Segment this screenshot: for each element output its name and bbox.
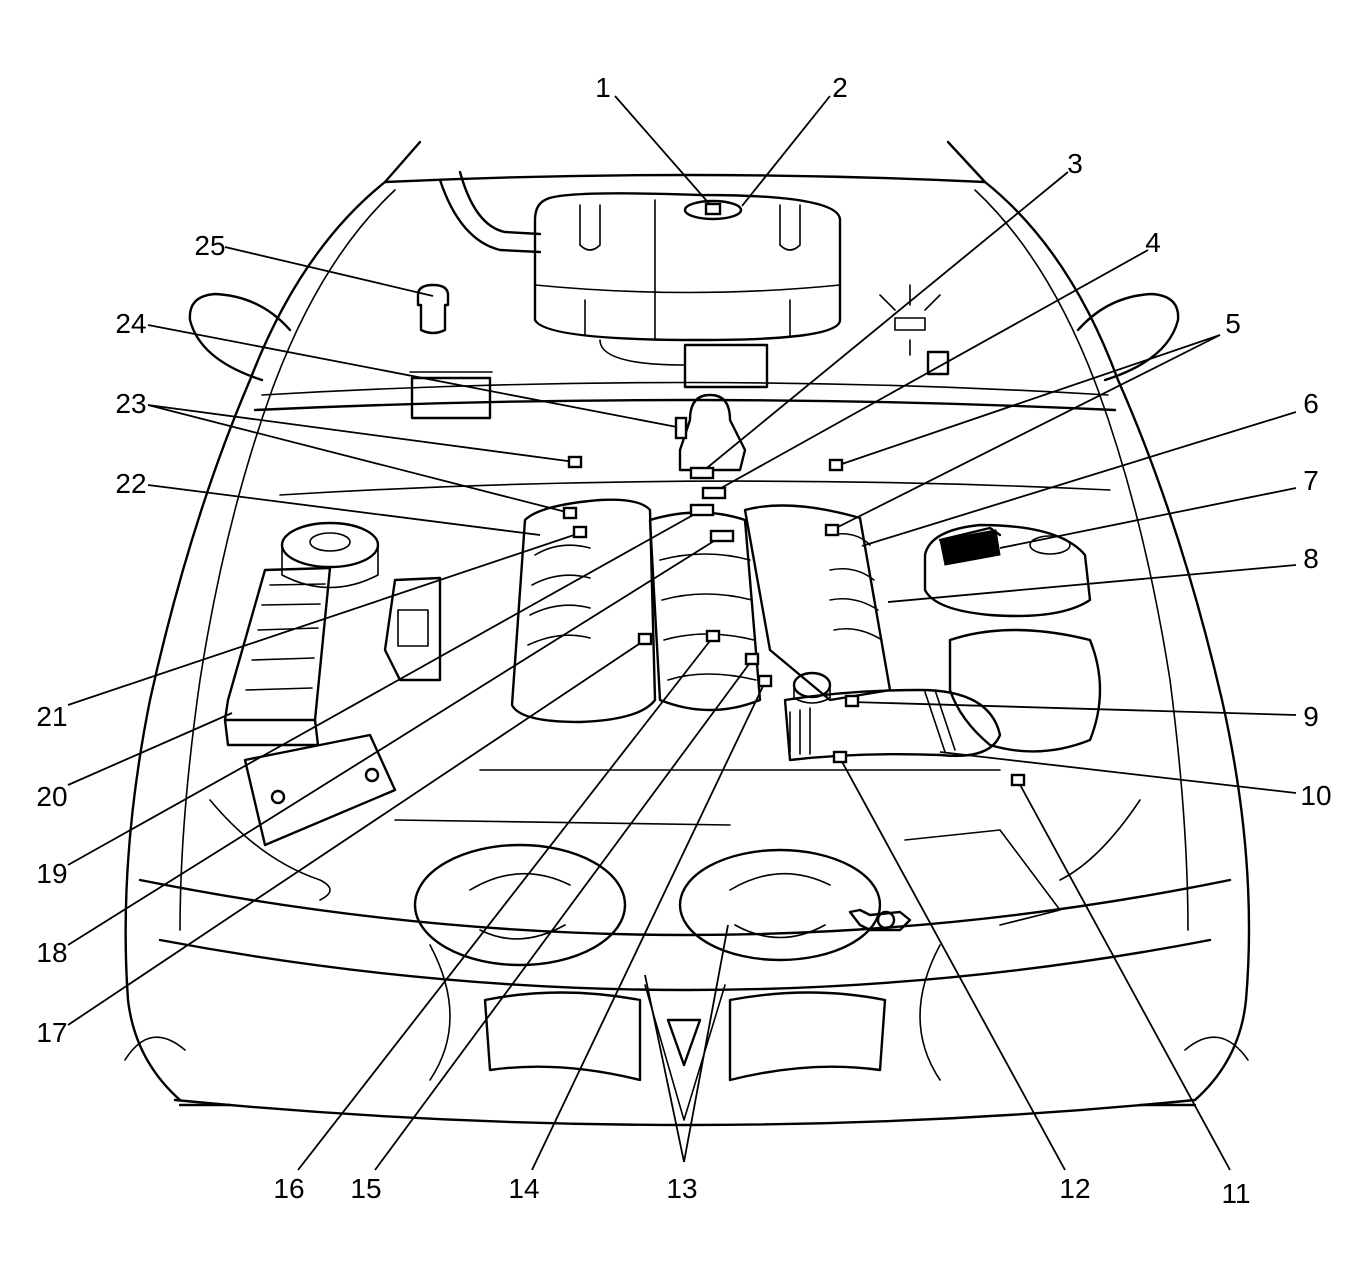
callout-13: 13 <box>666 1173 697 1204</box>
cooling-fan-connector <box>848 908 912 932</box>
power-steering-reservoir-cap <box>416 283 450 335</box>
marker-14 <box>757 674 773 688</box>
strut-tower-brace <box>243 733 397 847</box>
callout-9: 9 <box>1303 701 1319 732</box>
callout-4: 4 <box>1145 227 1161 258</box>
marker-23a <box>567 455 583 469</box>
callout-16: 16 <box>273 1173 304 1204</box>
air-intake-duct <box>783 688 1002 762</box>
callout-6: 6 <box>1303 388 1319 419</box>
location-markers <box>562 202 1026 787</box>
throttle-body-intake <box>648 511 762 712</box>
callout-18: 18 <box>36 937 67 968</box>
battery-bracket <box>383 576 442 682</box>
marker-9 <box>844 694 860 708</box>
callout-labels: 1 2 3 4 5 6 7 8 9 10 11 12 13 14 15 16 1… <box>36 72 1331 1209</box>
washer-fluid-hose <box>438 170 542 254</box>
marker-24 <box>674 416 688 440</box>
vehicle-body-outline <box>124 140 1251 1127</box>
electrical-center-box <box>938 526 1002 566</box>
callout-24: 24 <box>115 308 146 339</box>
marker-4 <box>701 486 727 500</box>
radiator-cooling-fans <box>394 769 1001 967</box>
callout-21: 21 <box>36 701 67 732</box>
relay-module-rear <box>599 339 769 389</box>
marker-11 <box>1010 773 1026 787</box>
marker-18 <box>709 529 735 543</box>
marker-16 <box>705 629 721 643</box>
callout-7: 7 <box>1303 465 1319 496</box>
marker-3 <box>689 466 715 480</box>
underhood-fuse-block <box>223 566 332 747</box>
callout-8: 8 <box>1303 543 1319 574</box>
marker-12 <box>832 750 848 764</box>
callout-25: 25 <box>194 230 225 261</box>
marker-19 <box>689 503 715 517</box>
callout-12: 12 <box>1059 1173 1090 1204</box>
marker-1 <box>704 202 722 216</box>
callout-14: 14 <box>508 1173 539 1204</box>
fuel-tank-reservoir <box>533 192 842 342</box>
callout-19: 19 <box>36 858 67 889</box>
callout-1: 1 <box>595 72 611 103</box>
callout-17: 17 <box>36 1017 67 1048</box>
leader-lines <box>67 95 1297 1171</box>
marker-15 <box>744 652 760 666</box>
callout-2: 2 <box>832 72 848 103</box>
callout-22: 22 <box>115 468 146 499</box>
engine-bay-rear-edge <box>279 480 1111 496</box>
blower-motor-lamp <box>879 284 950 376</box>
callout-3: 3 <box>1067 148 1083 179</box>
front-frame-rails <box>209 799 1141 926</box>
coolant-reservoir-right <box>923 523 1092 618</box>
marker-21 <box>572 525 588 539</box>
callout-23: 23 <box>115 388 146 419</box>
callout-10: 10 <box>1300 780 1331 811</box>
intake-manifold-left-bank <box>510 498 657 724</box>
callout-5: 5 <box>1225 308 1241 339</box>
callout-20: 20 <box>36 781 67 812</box>
engine-cover-right-bank <box>743 504 892 702</box>
cowl-bracket <box>409 371 493 420</box>
brake-master-cylinder <box>678 393 747 472</box>
marker-23b <box>562 506 578 520</box>
air-cleaner-housing <box>948 628 1102 753</box>
marker-17 <box>637 632 653 646</box>
callout-15: 15 <box>350 1173 381 1204</box>
marker-5b <box>824 523 840 537</box>
marker-5a <box>828 458 844 472</box>
callout-11: 11 <box>1221 1178 1250 1209</box>
